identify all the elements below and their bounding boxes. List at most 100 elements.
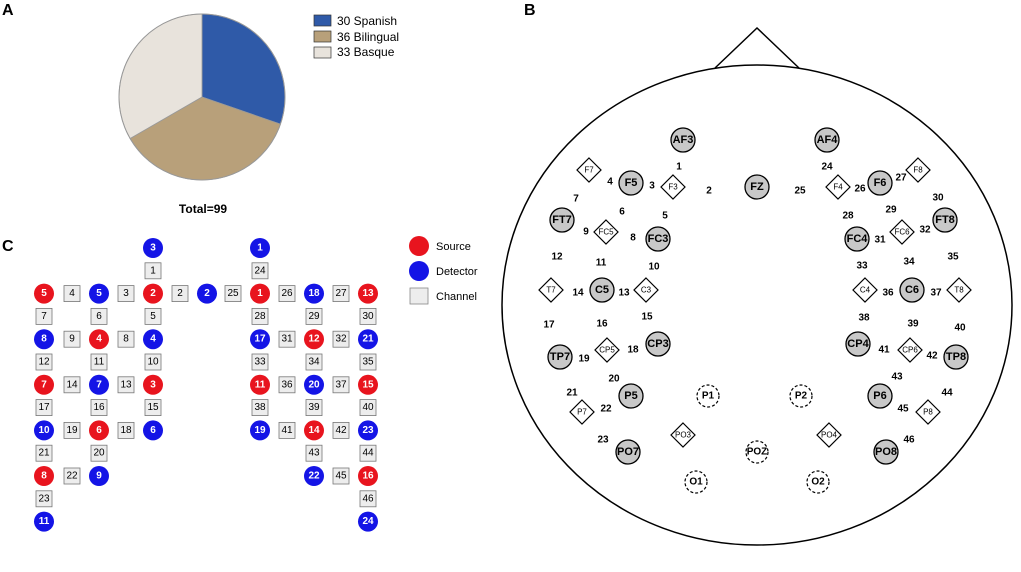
- detector-node: [143, 420, 163, 441]
- site-o1: [684, 470, 708, 494]
- channel-box: [90, 444, 108, 462]
- site-p7: [569, 399, 595, 425]
- site-t7: [538, 277, 564, 303]
- channel-position-number: 1: [676, 162, 682, 173]
- electrode-label: FC4: [847, 233, 869, 245]
- channel-number: 1: [150, 265, 156, 276]
- channel-number: 4: [69, 288, 75, 299]
- channel-position-number: 20: [608, 374, 620, 385]
- head-ellipse: [501, 64, 1013, 546]
- channel-box: [278, 376, 296, 394]
- channel-position-number: 34: [903, 257, 915, 268]
- channel-box: [305, 399, 323, 417]
- channel-position-number: 5: [662, 211, 668, 222]
- channel-number: 41: [281, 425, 293, 436]
- detector-number: 10: [38, 425, 50, 436]
- source-number: 15: [362, 379, 374, 390]
- electrode-c5: [589, 277, 615, 303]
- site-f7: [576, 157, 602, 183]
- detector-number: 19: [254, 425, 266, 436]
- electrode-label: AF3: [673, 134, 694, 146]
- electrode-tp8: [943, 344, 969, 370]
- channel-box: [144, 353, 162, 371]
- electrode-label: C5: [595, 284, 609, 296]
- electrode-p6: [867, 383, 893, 409]
- source-node: [304, 420, 324, 441]
- channel-position-number: 40: [954, 323, 966, 334]
- channel-number: 24: [254, 265, 266, 276]
- site-poz: [745, 440, 769, 464]
- source-node: [250, 283, 270, 304]
- channel-position-number: 46: [903, 435, 915, 446]
- detector-number: 3: [150, 243, 156, 254]
- site-t8: [946, 277, 972, 303]
- site-p1: [696, 384, 720, 408]
- channel-number: 23: [38, 493, 50, 504]
- electrode-label: P6: [873, 390, 886, 402]
- channel-box: [359, 490, 377, 508]
- detector-node: [358, 329, 378, 350]
- channel-position-number: 11: [596, 258, 607, 269]
- electrode-label: TP8: [946, 351, 966, 363]
- channel-box: [117, 330, 135, 348]
- channel-number: 29: [308, 311, 320, 322]
- channel-box: [251, 307, 269, 325]
- site-fc6: [889, 219, 915, 245]
- panel-b-letter: B: [524, 2, 536, 19]
- electrode-label: TP7: [550, 351, 570, 363]
- channel-box: [278, 330, 296, 348]
- channel-box: [224, 285, 242, 303]
- site-label: C4: [860, 286, 871, 295]
- electrode-ft7: [549, 207, 575, 233]
- channel-number: 32: [335, 334, 347, 345]
- channel-box: [90, 353, 108, 371]
- channel-box: [90, 399, 108, 417]
- channel-number: 46: [362, 493, 374, 504]
- electrode-tp7: [547, 344, 573, 370]
- site-label: F3: [668, 183, 678, 192]
- electrode-fc4: [844, 226, 870, 252]
- electrode-label: FT8: [935, 214, 955, 226]
- electrode-label: FC3: [648, 233, 669, 245]
- electrode-label: AF4: [817, 134, 839, 146]
- detector-number: 18: [308, 288, 320, 299]
- channel-position-number: 7: [573, 194, 579, 205]
- channel-position-number: 43: [891, 372, 903, 383]
- channel-box: [305, 444, 323, 462]
- source-number: 2: [150, 288, 156, 299]
- channel-box: [278, 421, 296, 439]
- channel-box: [117, 421, 135, 439]
- panel-c-letter: C: [2, 238, 14, 255]
- source-node: [34, 466, 54, 486]
- source-number: 1: [257, 288, 263, 299]
- source-number: 5: [41, 288, 47, 299]
- source-number: 13: [362, 288, 374, 299]
- electrode-label: C6: [905, 284, 919, 296]
- channel-position-number: 24: [821, 162, 833, 173]
- site-label: P2: [795, 391, 808, 402]
- detector-node: [143, 329, 163, 350]
- channel-number: 45: [335, 471, 347, 482]
- detector-number: 1: [257, 243, 263, 254]
- nose-icon: [714, 26, 800, 69]
- channel-number: 17: [38, 402, 50, 413]
- channel-number: 18: [120, 425, 132, 436]
- channel-position-number: 36: [882, 288, 894, 299]
- channel-box: [35, 490, 53, 508]
- channel-position-number: 23: [597, 435, 609, 446]
- channel-box: [332, 376, 350, 394]
- channel-number: 20: [93, 448, 105, 459]
- channel-number: 26: [281, 288, 293, 299]
- channel-number: 8: [123, 334, 129, 345]
- electrode-po7: [615, 439, 641, 465]
- channel-number: 44: [362, 448, 374, 459]
- pie-outline: [118, 13, 286, 181]
- source-number: 4: [96, 334, 102, 345]
- channel-box: [63, 285, 81, 303]
- detector-number: 7: [96, 379, 102, 390]
- detector-node: [89, 466, 109, 486]
- source-node: [304, 329, 324, 350]
- site-label: CP6: [902, 346, 918, 355]
- channel-number: 31: [281, 334, 293, 345]
- channel-number: 33: [254, 357, 266, 368]
